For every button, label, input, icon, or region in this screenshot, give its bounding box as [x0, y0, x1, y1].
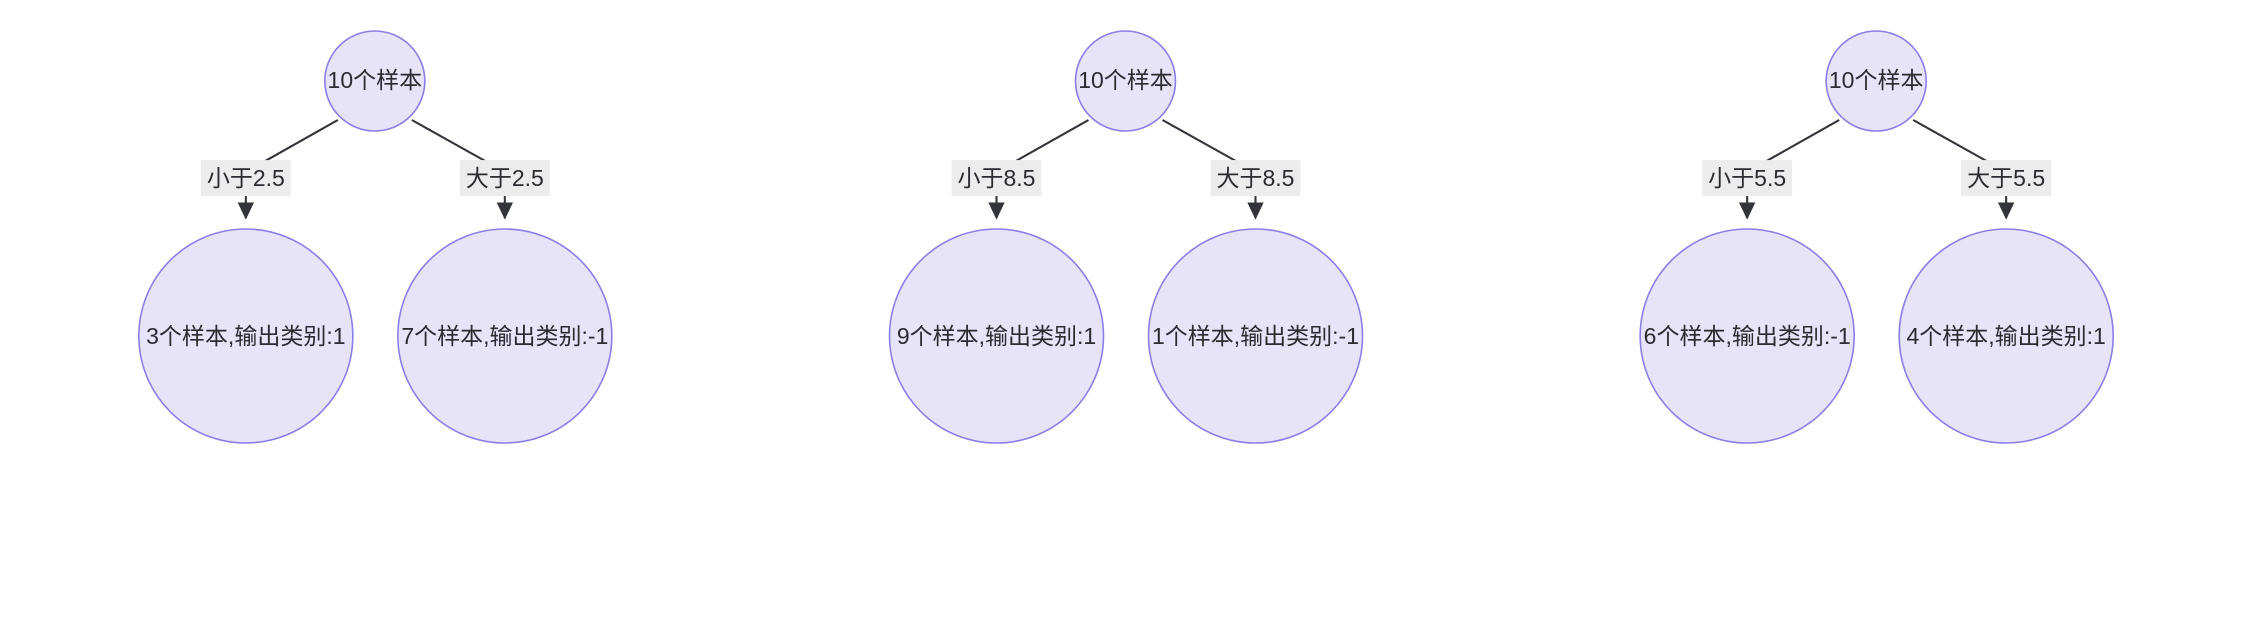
tree-1-left-edge-label-bg — [200, 160, 291, 197]
tree-3-right-edge-label: 大于5.5 — [1967, 165, 2045, 191]
tree-1-right-leaf-node[interactable] — [397, 228, 613, 444]
tree-2-left-leaf-label: 9个样本,输出类别:1 — [897, 323, 1096, 349]
tree-1-right-leaf-label: 7个样本,输出类别:-1 — [401, 323, 608, 349]
tree-1-left-leaf-label: 3个样本,输出类别:1 — [146, 323, 345, 349]
tree-1-right-edge-label: 大于2.5 — [466, 165, 544, 191]
tree-1-right-edge-label-bg — [459, 160, 550, 197]
tree-2-right-edge-label: 大于8.5 — [1217, 165, 1295, 191]
tree-1-root-node[interactable] — [324, 30, 426, 132]
tree-3-root-node[interactable] — [1825, 30, 1927, 132]
tree-3-left-leaf-node[interactable] — [1639, 228, 1855, 444]
tree-2-left-edge-label-bg — [951, 160, 1042, 197]
tree-1-root-label: 10个样本 — [328, 67, 423, 93]
tree-3-left-edge-label: 小于5.5 — [1708, 165, 1786, 191]
tree-2-left-edge-label: 小于8.5 — [958, 165, 1036, 191]
tree-3-right-leaf-node[interactable] — [1898, 228, 2114, 444]
tree-2-root-label: 10个样本 — [1078, 67, 1173, 93]
tree-1-left-edge-label: 小于2.5 — [207, 165, 285, 191]
tree-3-right-leaf-label: 4个样本,输出类别:1 — [1906, 323, 2105, 349]
tree-2: 10个样本 小于8.5 大于8.5 9个样本,输出类别:1 1个样本,输出类别:… — [888, 30, 1364, 444]
tree-3-left-edge-label-bg — [1702, 160, 1793, 197]
tree-3: 10个样本 小于5.5 大于5.5 6个样本,输出类别:-1 4个样本,输出类别… — [1639, 30, 2114, 444]
tree-2-root-node[interactable] — [1074, 30, 1177, 132]
tree-3-right-edge-label-bg — [1961, 160, 2052, 197]
tree-3-left-leaf-label: 6个样本,输出类别:-1 — [1644, 323, 1851, 349]
tree-1: 10个样本 小于2.5 大于2.5 3个样本,输出类别:1 7个样本,输出类别:… — [138, 30, 613, 444]
tree-2-right-edge-label-bg — [1210, 160, 1301, 197]
tree-1-left-leaf-node[interactable] — [138, 228, 354, 444]
tree-2-left-leaf-node[interactable] — [888, 228, 1105, 444]
tree-2-right-leaf-node[interactable] — [1147, 228, 1364, 444]
tree-2-right-leaf-label: 1个样本,输出类别:-1 — [1152, 323, 1359, 349]
tree-3-root-label: 10个样本 — [1829, 67, 1924, 93]
